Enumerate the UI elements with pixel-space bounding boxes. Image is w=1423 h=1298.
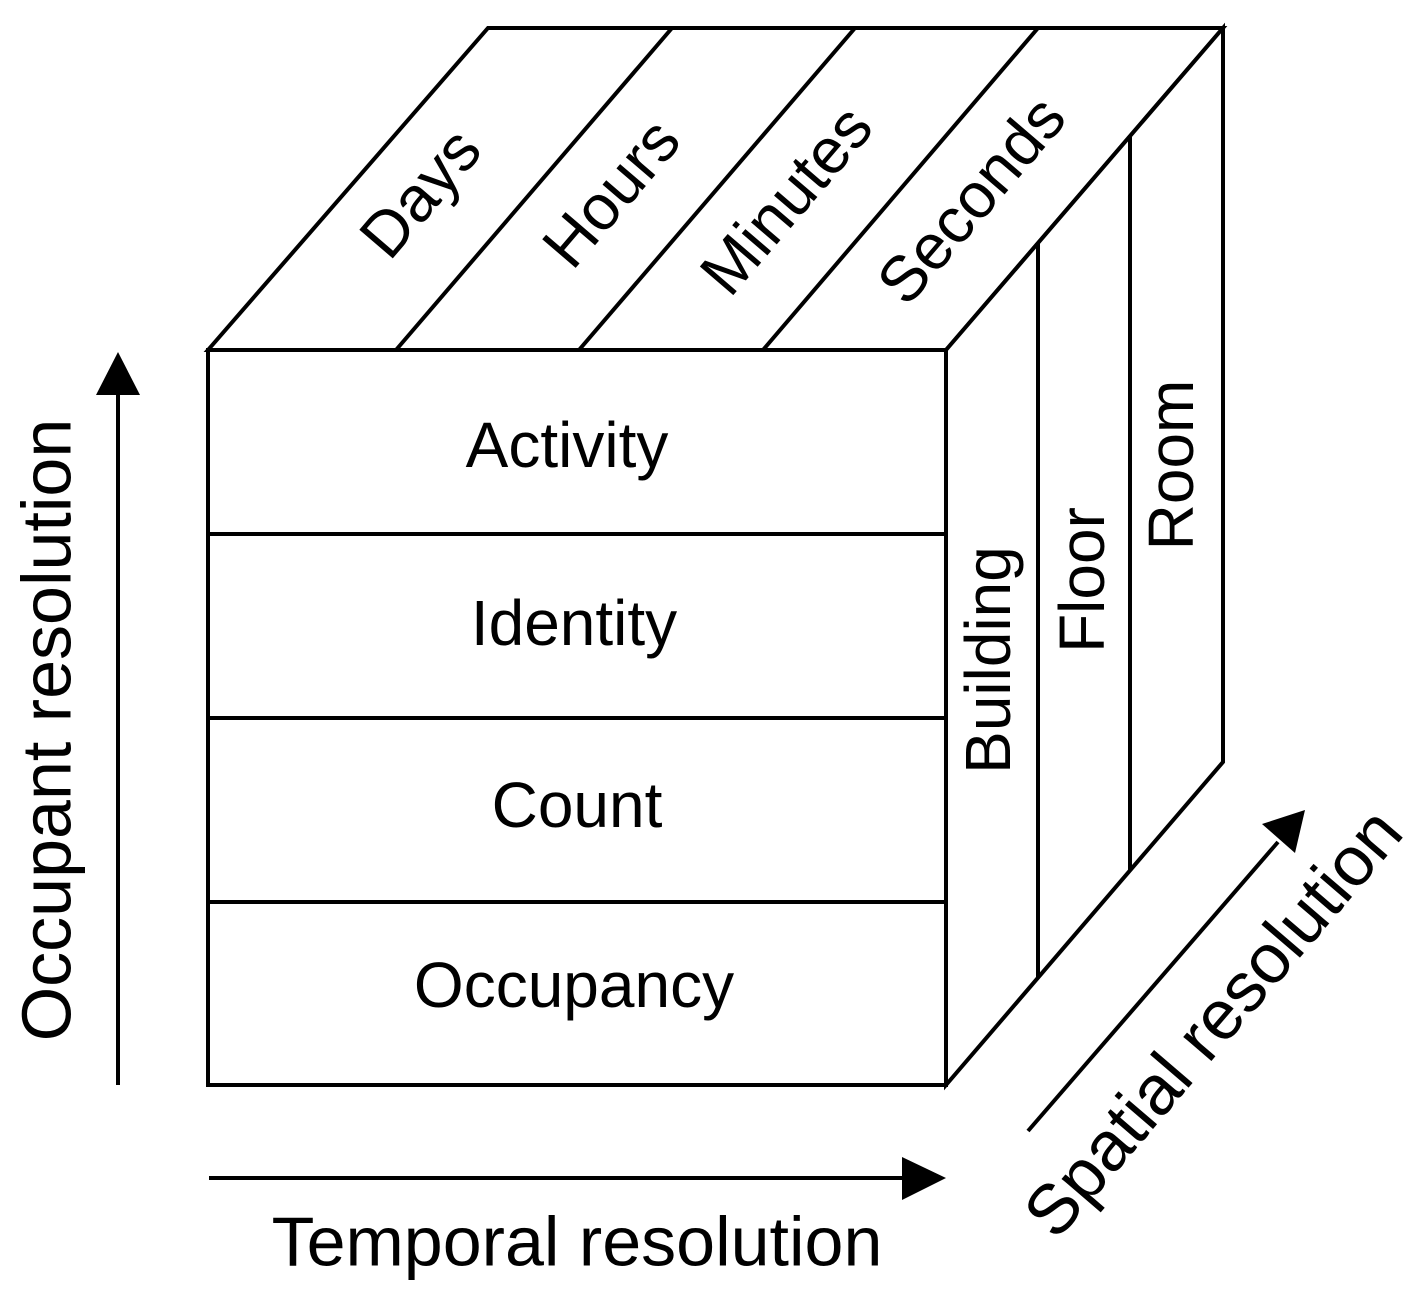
top-divider-3	[761, 26, 1040, 352]
spatial-resolution-arrow	[1026, 810, 1305, 1133]
occupant-resolution-label: Occupant resolution	[7, 419, 85, 1042]
row-label-occupancy: Occupancy	[414, 949, 734, 1021]
row-label-count: Count	[492, 769, 663, 841]
temporal-resolution-arrow	[209, 1157, 946, 1200]
column-label-room: Room	[1135, 380, 1207, 551]
temporal-resolution-label: Temporal resolution	[272, 1202, 883, 1280]
column-label-floor: Floor	[1046, 507, 1118, 653]
occupant-resolution-arrow	[96, 352, 140, 1085]
top-divider-1	[394, 26, 674, 352]
top-divider-2	[577, 26, 857, 352]
row-label-activity: Activity	[466, 409, 669, 481]
column-label-building: Building	[952, 546, 1024, 774]
row-label-identity: Identity	[471, 587, 677, 659]
